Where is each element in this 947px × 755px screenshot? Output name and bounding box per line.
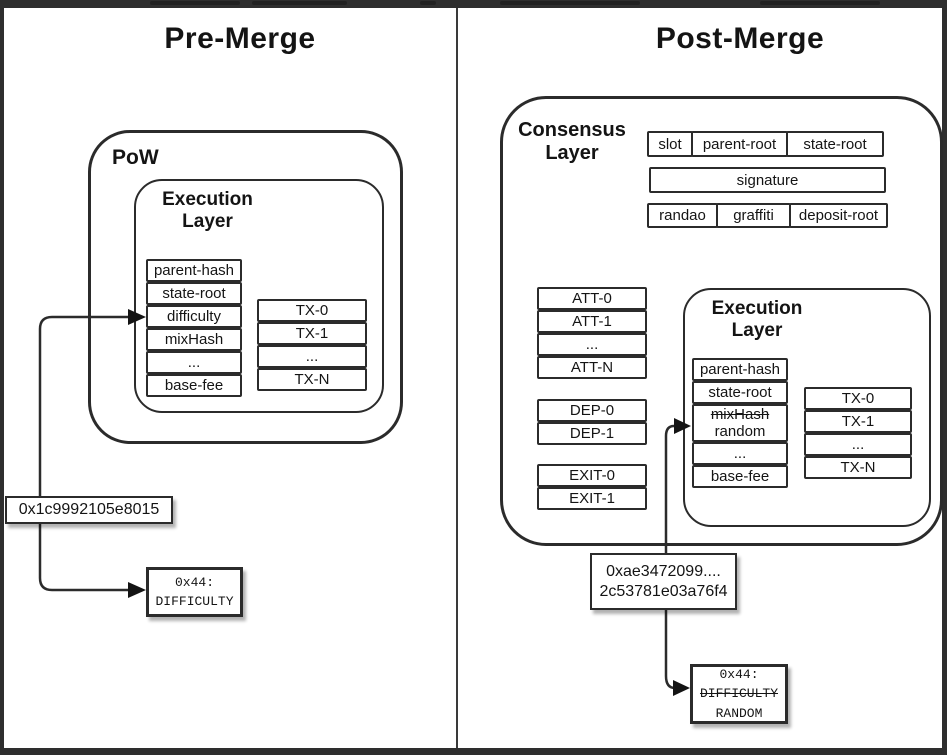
post-execution-layer-box (683, 288, 931, 527)
tx-ellipsis: ... (257, 345, 367, 368)
tx-ellipsis: ... (804, 433, 912, 456)
field-state-root: state-root (786, 131, 884, 157)
post-transactions: TX-0 TX-1 ... TX-N (804, 387, 912, 479)
field-ellipsis: ... (692, 442, 788, 465)
exits-list: EXIT-0 EXIT-1 (537, 464, 647, 510)
random-new-label: random (714, 423, 766, 440)
slot-name-difficulty: DIFFICULTY (155, 594, 234, 609)
deposits-list: DEP-0 DEP-1 (537, 399, 647, 445)
post-random-value-box: 0xae3472099.... 2c53781e03a76f4 (590, 553, 737, 610)
tx-n: TX-N (257, 368, 367, 391)
right-edge (942, 0, 947, 755)
field-base-fee: base-fee (692, 465, 788, 488)
top-clipped-bar (0, 0, 947, 8)
field-mixhash: mixHash (146, 328, 242, 351)
clipped-text-remnant (500, 1, 640, 5)
pre-transactions: TX-0 TX-1 ... TX-N (257, 299, 367, 391)
pre-storage-slot-box: 0x44: DIFFICULTY (146, 567, 243, 617)
tx-n: TX-N (804, 456, 912, 479)
field-deposit-root: deposit-root (789, 203, 888, 228)
beacon-header-row: slot parent-root state-root (647, 131, 884, 157)
mixhash-old-label: mixHash (710, 405, 770, 423)
field-signature: signature (649, 167, 886, 193)
slot-address: 0x44: (174, 574, 214, 590)
clipped-text-remnant (150, 1, 240, 5)
pow-container (88, 130, 403, 444)
field-graffiti: graffiti (716, 203, 791, 228)
consensus-layer-box (500, 96, 943, 546)
beacon-body-row: randao graffiti deposit-root (647, 203, 888, 228)
attestations-list: ATT-0 ATT-1 ... ATT-N (537, 287, 647, 379)
att-n: ATT-N (537, 356, 647, 379)
field-ellipsis: ... (146, 351, 242, 374)
slot-name-random: RANDOM (715, 705, 763, 721)
pre-block-fields: parent-hash state-root difficulty mixHas… (146, 259, 242, 397)
att-ellipsis: ... (537, 333, 647, 356)
random-value-line2: 2c53781e03a76f4 (599, 582, 728, 600)
clipped-text-remnant (420, 1, 436, 5)
clipped-text-remnant (760, 1, 880, 5)
random-value-line1: 0xae3472099.... (606, 562, 721, 580)
post-execution-layer-label: Execution Layer (711, 298, 803, 341)
tx-1: TX-1 (257, 322, 367, 345)
post-block-fields: parent-hash state-root mixHash random ..… (692, 358, 788, 488)
field-randao: randao (647, 203, 718, 228)
field-parent-hash: parent-hash (692, 358, 788, 381)
pre-execution-layer-box (134, 179, 384, 413)
tx-0: TX-0 (257, 299, 367, 322)
field-parent-root: parent-root (691, 131, 788, 157)
panel-divider (456, 8, 458, 748)
pow-label: PoW (112, 146, 159, 169)
field-state-root: state-root (692, 381, 788, 404)
post-merge-title: Post-Merge (655, 22, 825, 55)
pre-difficulty-value-box: 0x1c9992105e8015 (5, 496, 173, 524)
att-1: ATT-1 (537, 310, 647, 333)
bottom-clipped-bar (0, 748, 947, 755)
slot-name-difficulty-struck: DIFFICULTY (699, 686, 778, 702)
field-base-fee: base-fee (146, 374, 242, 397)
dep-0: DEP-0 (537, 399, 647, 422)
left-edge (0, 0, 4, 755)
att-0: ATT-0 (537, 287, 647, 310)
tx-0: TX-0 (804, 387, 912, 410)
difficulty-value: 0x1c9992105e8015 (18, 501, 160, 518)
consensus-layer-label: Consensus Layer (518, 119, 626, 164)
clipped-text-remnant (252, 1, 347, 5)
pre-execution-layer-label: Execution Layer (162, 189, 253, 232)
slot-address: 0x44: (719, 666, 759, 682)
field-parent-hash: parent-hash (146, 259, 242, 282)
pre-merge-title: Pre-Merge (164, 22, 316, 55)
post-storage-slot-box: 0x44: DIFFICULTY RANDOM (690, 664, 788, 724)
exit-0: EXIT-0 (537, 464, 647, 487)
tx-1: TX-1 (804, 410, 912, 433)
field-state-root: state-root (146, 282, 242, 305)
dep-1: DEP-1 (537, 422, 647, 445)
field-difficulty: difficulty (146, 305, 242, 328)
field-mixhash-random: mixHash random (692, 404, 788, 442)
exit-1: EXIT-1 (537, 487, 647, 510)
field-slot: slot (647, 131, 693, 157)
